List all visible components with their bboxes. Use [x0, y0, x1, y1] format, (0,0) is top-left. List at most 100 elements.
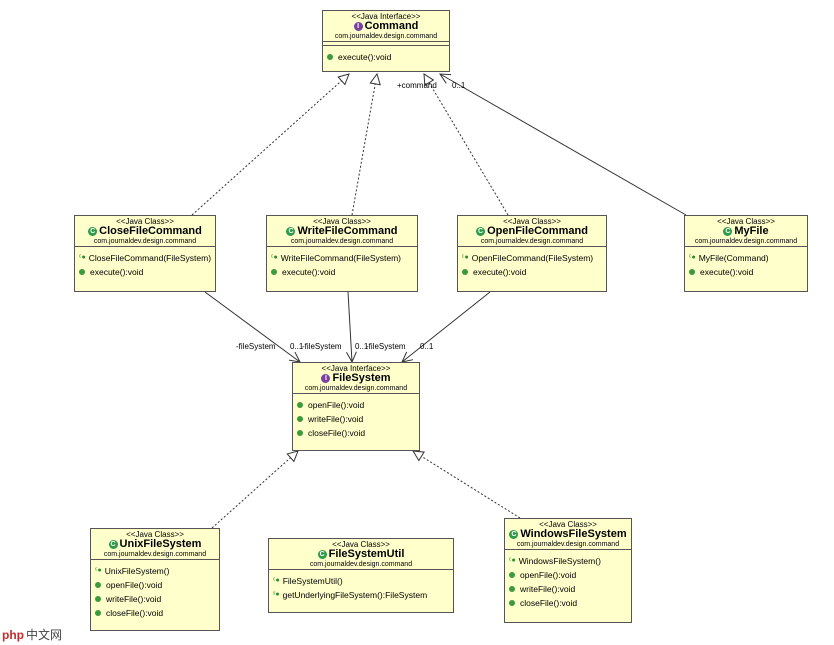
- method-row: openFile():void: [509, 568, 627, 582]
- edge-multiplicity-label: 0..1: [452, 81, 466, 90]
- method-row: execute():void: [327, 50, 445, 64]
- method-row: openFile():void: [95, 578, 215, 592]
- public-method-icon: [509, 600, 515, 607]
- class-name: MyFile: [734, 225, 769, 238]
- edge-multiplicity-label: 0..1: [355, 342, 369, 351]
- association-openfile-filesystem: [402, 291, 491, 362]
- public-method-icon: [297, 402, 303, 409]
- constructor-icon: ᶜ●: [79, 254, 86, 262]
- class-icon: C: [317, 550, 327, 560]
- constructor-icon: ᶜ●: [689, 254, 696, 262]
- constructor-row: ᶜ●CloseFileCommand(FileSystem): [79, 253, 212, 264]
- class-icon: C: [88, 227, 98, 237]
- class-name: UnixFileSystem: [119, 538, 202, 551]
- public-method-icon: [79, 269, 85, 276]
- class-name: Command: [364, 20, 419, 33]
- watermark-logo: php: [2, 628, 24, 642]
- realization-writefile-command: [351, 74, 377, 216]
- method-row: execute():void: [689, 265, 803, 279]
- compartment-divider: [323, 41, 449, 45]
- package-label: com.journaldev.design.command: [93, 237, 197, 245]
- public-method-icon: [689, 269, 695, 276]
- package-label: com.journaldev.design.command: [103, 550, 207, 558]
- public-method-icon: [95, 596, 101, 603]
- public-method-icon: [297, 416, 303, 423]
- compartment-divider: [505, 549, 631, 553]
- class-icon: C: [108, 540, 118, 550]
- constructor-row: ᶜ●WriteFileCommand(FileSystem): [271, 253, 401, 264]
- constructor-icon: ᶜ●: [271, 254, 278, 262]
- public-method-icon: [95, 610, 101, 617]
- method-row: execute():void: [462, 265, 602, 279]
- public-method-icon: [327, 54, 333, 61]
- public-method-icon: [297, 430, 303, 437]
- compartment-divider: [293, 393, 419, 397]
- method-row: execute():void: [271, 265, 413, 279]
- association-myfile-command: [440, 74, 687, 216]
- stereotype-label: <<Java Class>>: [717, 217, 775, 226]
- edge-role-label: -fileSystem: [236, 342, 276, 351]
- constructor-icon: ᶜ●: [95, 567, 102, 575]
- method-row: closeFile():void: [509, 596, 627, 610]
- public-method-icon: [509, 572, 515, 579]
- interface-icon: I: [353, 22, 363, 32]
- public-method-icon: [462, 269, 468, 276]
- public-method-icon: [95, 582, 101, 589]
- class-icon: C: [476, 227, 486, 237]
- edge-role-label: -fileSystem: [302, 342, 342, 351]
- package-label: com.journaldev.design.command: [304, 384, 408, 392]
- stereotype-label: <<Java Class>>: [332, 540, 390, 549]
- realization-unix-filesystem: [211, 451, 298, 529]
- association-closefile-filesystem: [204, 291, 300, 362]
- method-row: writeFile():void: [297, 412, 415, 426]
- package-label: com.journaldev.design.command: [694, 237, 798, 245]
- constructor-row: ᶜ●UnixFileSystem(): [95, 566, 170, 577]
- method-row: closeFile():void: [297, 426, 415, 440]
- class-icon: C: [723, 227, 733, 237]
- interface-icon: I: [321, 374, 331, 384]
- method-row: writeFile():void: [509, 582, 627, 596]
- compartment-divider: [91, 559, 219, 563]
- class-icon: C: [509, 530, 519, 540]
- realization-closefile-command: [191, 74, 349, 216]
- compartment-divider: [323, 45, 449, 49]
- compartment-divider: [458, 246, 606, 250]
- edge-multiplicity-label: 0..1: [290, 342, 304, 351]
- constructor-row: ᶜ●OpenFileCommand(FileSystem): [462, 253, 594, 264]
- package-label: com.journaldev.design.command: [309, 560, 413, 568]
- stereotype-label: <<Java Interface>>: [321, 364, 391, 373]
- static-method-row: ˢ●getUnderlyingFileSystem():FileSystem: [273, 590, 428, 601]
- package-label: com.journaldev.design.command: [516, 540, 620, 548]
- class-name: FileSystemUtil: [328, 548, 405, 561]
- stereotype-label: <<Java Interface>>: [351, 12, 421, 21]
- compartment-divider: [685, 246, 807, 250]
- method-row: writeFile():void: [95, 592, 215, 606]
- package-label: com.journaldev.design.command: [290, 237, 394, 245]
- edge-multiplicity-label: 0..1: [420, 342, 434, 351]
- realization-windows-filesystem: [413, 451, 521, 519]
- constructor-icon: ᶜ●: [509, 557, 516, 565]
- class-name: WindowsFileSystem: [520, 528, 627, 541]
- watermark-text: 中文网: [26, 628, 63, 642]
- class-name: OpenFileCommand: [487, 225, 588, 238]
- class-icon: C: [286, 227, 296, 237]
- stereotype-label: <<Java Class>>: [126, 530, 184, 539]
- constructor-row: ᶜ●WindowsFileSystem(): [509, 556, 601, 567]
- stereotype-label: <<Java Class>>: [539, 520, 597, 529]
- method-row: execute():void: [79, 265, 211, 279]
- compartment-divider: [267, 246, 417, 250]
- static-method-icon: ˢ●: [273, 591, 280, 599]
- edge-role-label: +command: [397, 81, 437, 90]
- package-label: com.journaldev.design.command: [480, 237, 584, 245]
